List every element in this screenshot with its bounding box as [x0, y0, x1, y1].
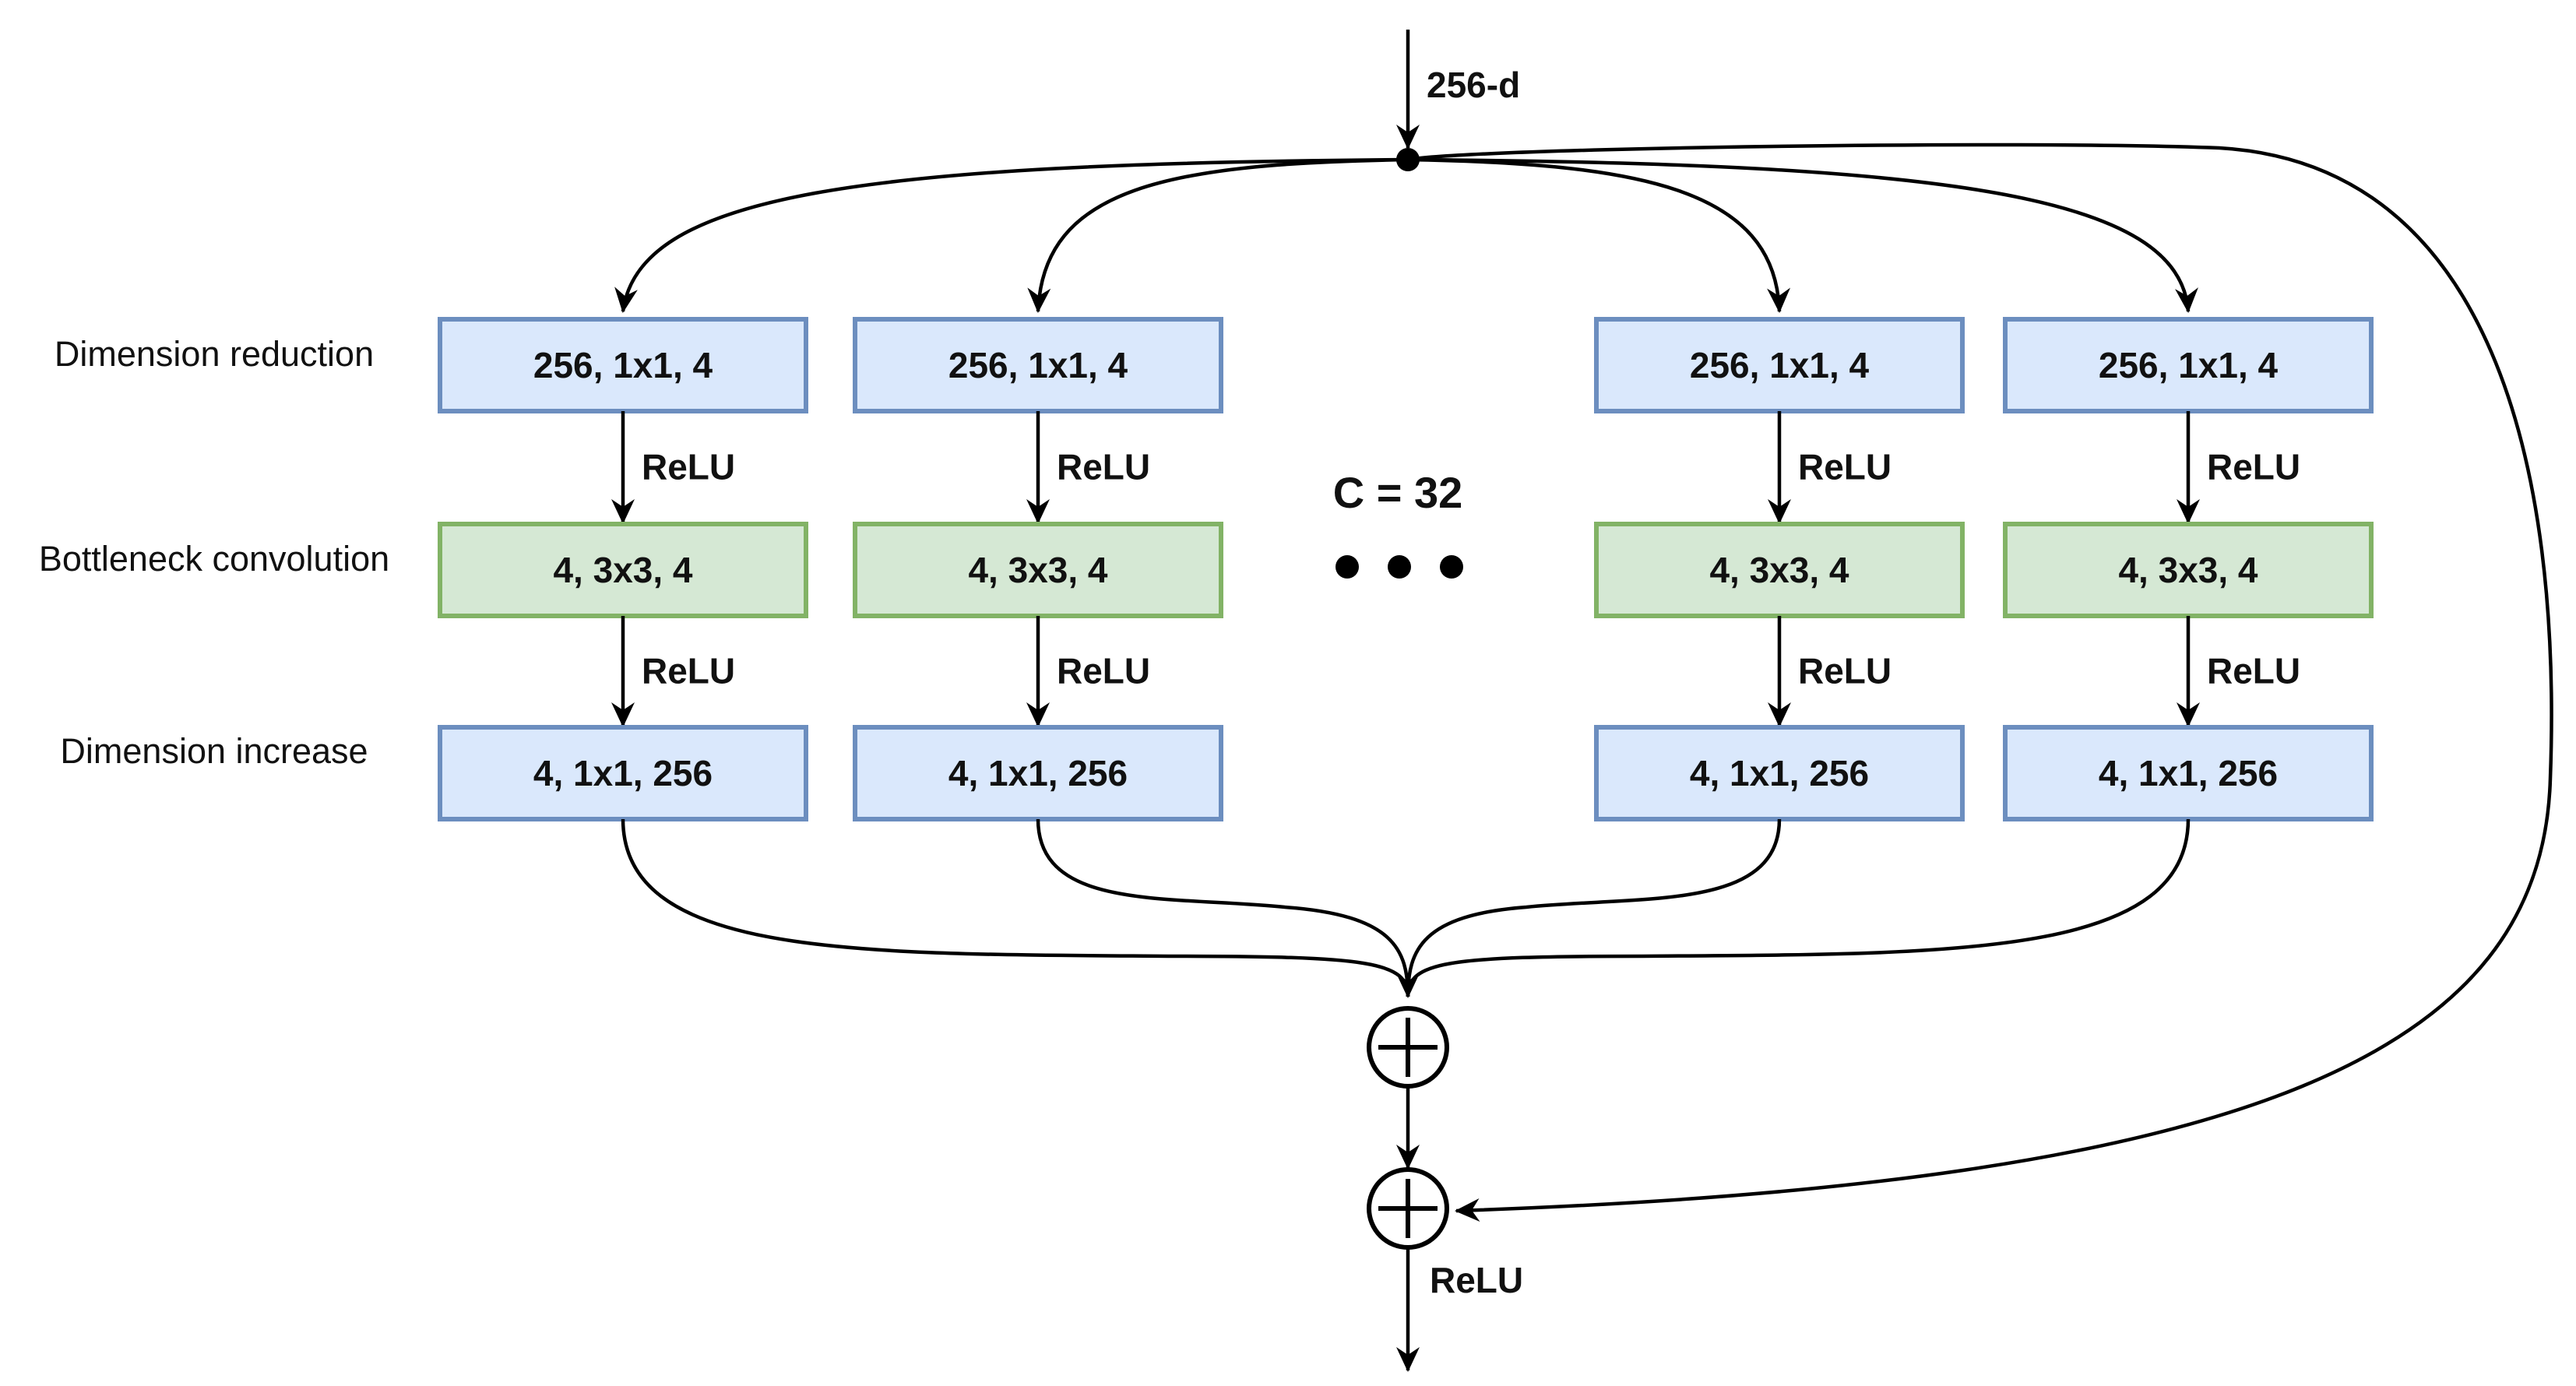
dimension-increase-box — [2003, 725, 2374, 821]
dimension-reduction-label: 256, 1x1, 4 — [533, 345, 713, 385]
row-label-bottleneck-convolution: Bottleneck convolution — [39, 539, 389, 579]
input-label: 256-d — [1427, 65, 1520, 105]
dimension-increase-box — [1594, 725, 1965, 821]
ellipsis-dots — [1336, 555, 1463, 579]
add-node-branches — [1367, 1006, 1449, 1089]
dimension-increase-label: 4, 1x1, 256 — [1690, 753, 1869, 793]
bottleneck-conv-label: 4, 3x3, 4 — [553, 550, 692, 590]
dimension-reduction-box — [2003, 317, 2374, 413]
branch-1: 256, 1x1, 4 ReLU 4, 3x3, 4 ReLU 4, 1x1, 256 — [438, 317, 808, 821]
bottleneck-conv-box — [1594, 522, 1965, 618]
branch-4: 256, 1x1, 4 ReLU 4, 3x3, 4 ReLU 4, 1x1, 256 — [2003, 317, 2374, 821]
split-node — [1396, 148, 1420, 171]
reduction-to-conv-relu-label: ReLU — [1057, 447, 1150, 487]
merge-curve-branch-3 — [1406, 818, 1782, 997]
reduction-to-conv-relu-label: ReLU — [2207, 447, 2300, 487]
dimension-increase-label: 4, 1x1, 256 — [2099, 753, 2278, 793]
row-label-dimension-reduction: Dimension reduction — [55, 334, 374, 374]
dimension-reduction-box — [1594, 317, 1965, 413]
cardinality-label: C = 32 — [1333, 468, 1463, 517]
dimension-increase-box — [438, 725, 808, 821]
dimension-reduction-label: 256, 1x1, 4 — [1690, 345, 1870, 385]
conv-to-increase-relu-label: ReLU — [2207, 651, 2300, 691]
merge-curve-branch-1 — [621, 818, 1420, 998]
conv-to-increase-relu-label: ReLU — [642, 651, 735, 691]
split-curve-branch-2 — [1027, 157, 1409, 313]
reduction-to-conv-relu-label: ReLU — [1798, 447, 1892, 487]
branch-3: 256, 1x1, 4 ReLU 4, 3x3, 4 ReLU 4, 1x1, 256 — [1594, 317, 1965, 821]
conv-to-increase-relu-label: ReLU — [1798, 651, 1892, 691]
add-node-residual — [1367, 1167, 1449, 1250]
split-curve-branch-3 — [1407, 157, 1791, 313]
dimension-increase-label: 4, 1x1, 256 — [533, 753, 713, 793]
ellipsis-dot-2 — [1388, 555, 1411, 579]
dimension-reduction-label: 256, 1x1, 4 — [2099, 345, 2279, 385]
dimension-increase-label: 4, 1x1, 256 — [948, 753, 1128, 793]
merge-curve-branch-2 — [1036, 818, 1410, 997]
merge-curve-branch-4 — [1406, 818, 2191, 997]
split-curve-branch-1 — [614, 157, 1409, 313]
output-relu-label: ReLU — [1430, 1260, 1523, 1300]
bottleneck-conv-label: 4, 3x3, 4 — [968, 550, 1107, 590]
bottleneck-conv-label: 4, 3x3, 4 — [1709, 550, 1849, 590]
dimension-reduction-label: 256, 1x1, 4 — [948, 345, 1128, 385]
bottleneck-conv-box — [2003, 522, 2374, 618]
ellipsis-dot-3 — [1440, 555, 1463, 579]
reduction-to-conv-relu-label: ReLU — [642, 447, 735, 487]
bottleneck-conv-label: 4, 3x3, 4 — [2118, 550, 2258, 590]
split-curve-branch-4 — [1407, 157, 2198, 313]
ellipsis-dot-1 — [1336, 555, 1359, 579]
conv-to-increase-relu-label: ReLU — [1057, 651, 1150, 691]
dimension-increase-box — [853, 725, 1223, 821]
row-label-dimension-increase: Dimension increase — [60, 731, 368, 771]
dimension-reduction-box — [853, 317, 1223, 413]
shortcut-connection — [1407, 142, 2553, 1222]
branch-2: 256, 1x1, 4 ReLU 4, 3x3, 4 ReLU 4, 1x1, 256 — [853, 317, 1223, 821]
